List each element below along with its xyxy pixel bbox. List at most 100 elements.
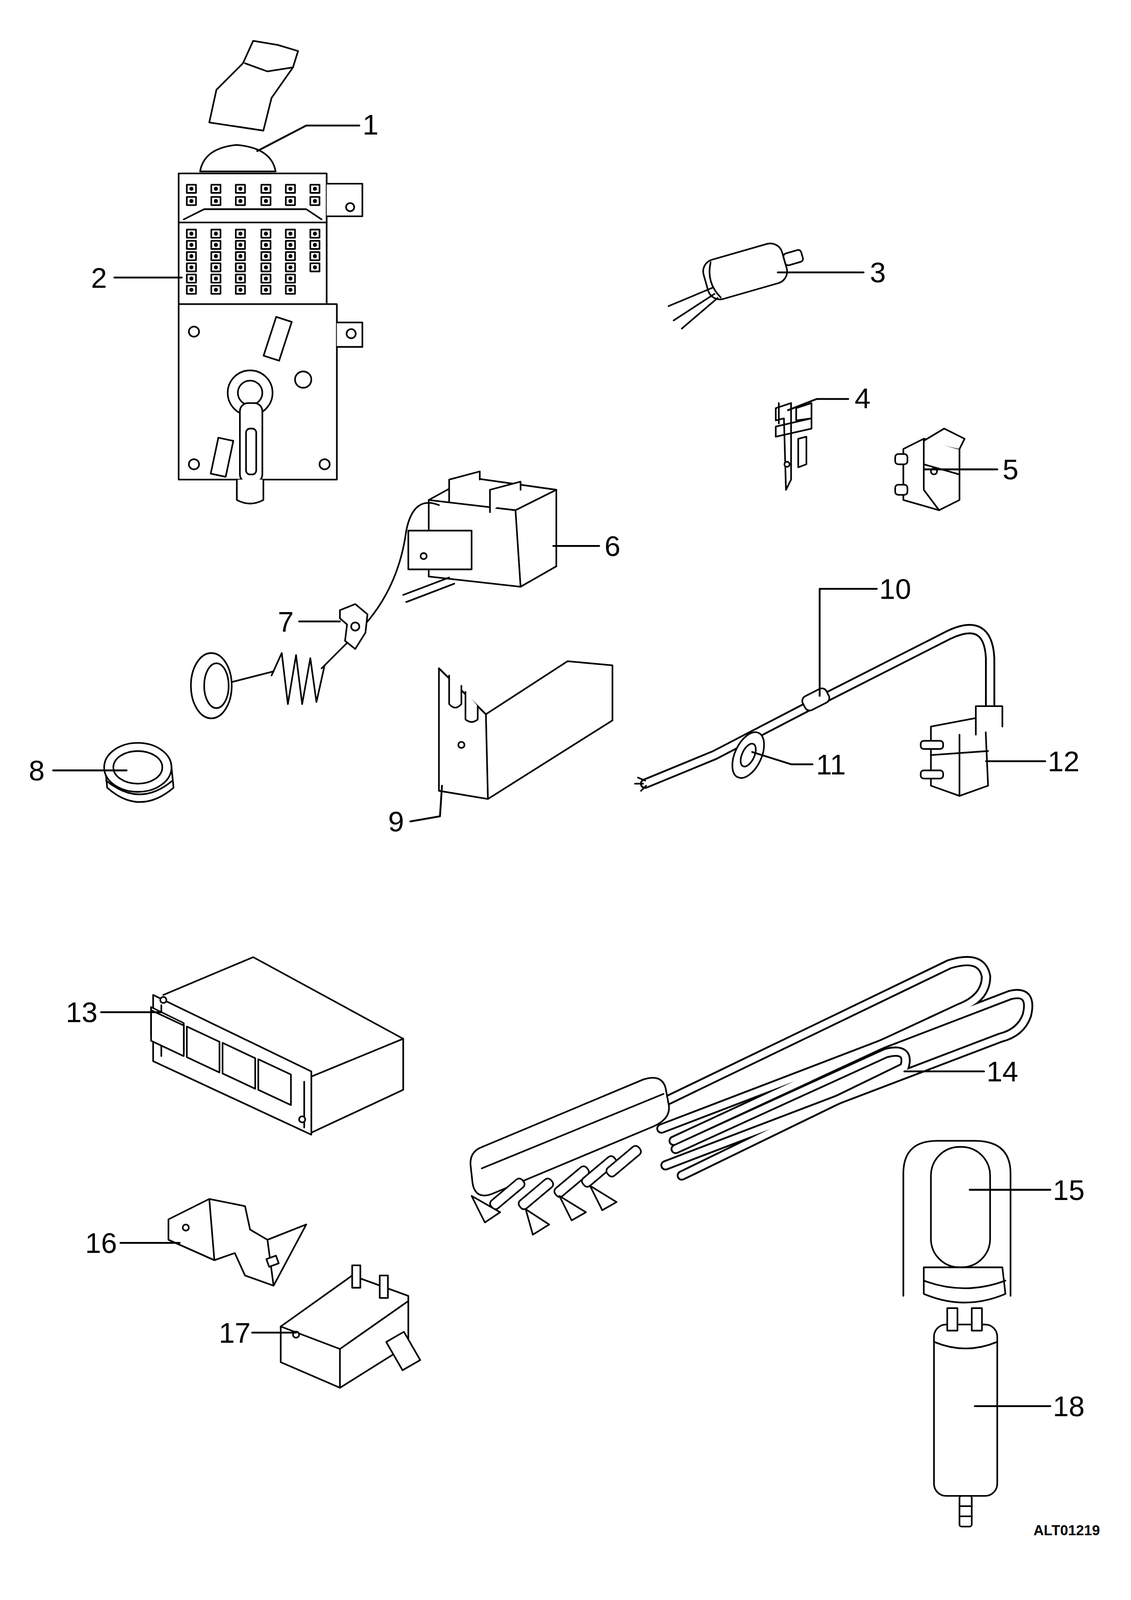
drawing-stroke [310, 197, 320, 206]
drawing-stroke [285, 252, 295, 261]
drawing-stroke [971, 1308, 982, 1331]
drawing-stroke [471, 1186, 617, 1236]
drawing-stroke [190, 243, 193, 246]
drawing-stroke [289, 255, 292, 258]
drawing-stroke [920, 770, 944, 779]
drawing-stroke [264, 288, 267, 292]
leader-lines [52, 125, 1051, 1407]
drawing-stroke [379, 1276, 388, 1299]
drawing-stroke [211, 240, 221, 250]
label-holder: 3 [870, 258, 887, 287]
drawing-stroke [178, 173, 327, 304]
drawing-stroke [313, 199, 317, 203]
drawing-stroke [310, 263, 320, 272]
label-holder: ALT01219 [1033, 1523, 1100, 1538]
figure-code: ALT01219 [1033, 1523, 1100, 1538]
drawing-stroke [190, 288, 193, 292]
drawing-stroke [211, 252, 221, 261]
drawing-stroke [235, 285, 245, 294]
drawing-stroke [261, 263, 271, 272]
drawing-stroke [239, 187, 242, 190]
drawing-stroke [289, 199, 292, 203]
drawing-stroke [239, 403, 263, 484]
drawing-stroke [924, 468, 998, 471]
drawing-stroke [190, 232, 193, 235]
drawing-stroke [351, 622, 360, 631]
drawing-stroke [675, 1052, 906, 1177]
drawing-stroke [895, 484, 908, 496]
drawing-stroke [319, 459, 330, 470]
drawing-stroke [923, 1267, 1006, 1303]
drawing-stroke [299, 620, 340, 623]
drawing-stroke [239, 277, 242, 280]
bracket [168, 1199, 307, 1287]
drawing-stroke [311, 1039, 403, 1078]
drawing-stroke [635, 777, 647, 792]
label-holder: 6 [604, 531, 621, 561]
bracket [438, 661, 613, 800]
drawing-stroke [261, 285, 271, 294]
drawing-stroke [120, 1242, 180, 1245]
drawing-stroke [933, 1324, 998, 1497]
drawing-stroke [211, 229, 221, 238]
drawing-stroke [313, 243, 317, 246]
drawing-stroke [261, 229, 271, 238]
callout-number: 10 [879, 574, 912, 604]
drawing-stroke [289, 232, 292, 235]
drawing-stroke [186, 229, 196, 238]
drawing-stroke [321, 502, 439, 669]
drawing-stroke [313, 265, 317, 269]
drawing-stroke [214, 187, 218, 190]
drawing-stroke [235, 274, 245, 283]
drawing-stroke [285, 263, 295, 272]
timer-unit [178, 40, 363, 504]
drawing-stroke [903, 438, 960, 511]
drawing-stroke [160, 997, 167, 1004]
drawing-stroke [264, 255, 267, 258]
drawing-stroke [214, 232, 218, 235]
drawing-stroke [285, 184, 295, 193]
drawing-stroke [214, 265, 218, 269]
clip [339, 604, 368, 649]
drawing-stroke [190, 255, 193, 258]
drawing-stroke [263, 317, 292, 361]
drawing-stroke [975, 706, 1003, 735]
drawing-stroke [289, 265, 292, 269]
drawing-stroke [239, 232, 242, 235]
drawing-stroke [923, 428, 965, 450]
drawing-stroke [186, 252, 196, 261]
drawing-stroke [235, 240, 245, 250]
drawing-stroke [239, 243, 242, 246]
callout-number: 7 [277, 607, 294, 636]
switch-bank [151, 957, 404, 1136]
drawing-stroke [352, 1265, 361, 1288]
drawing-stroke [448, 675, 462, 708]
drawing-stroke [211, 197, 221, 206]
drawing-stroke [438, 668, 486, 715]
drawing-stroke [310, 240, 320, 250]
drawing-stroke [420, 553, 427, 560]
drawing-stroke [222, 1042, 256, 1090]
drawing-stroke [186, 263, 196, 272]
drawing-stroke [310, 184, 320, 193]
drawing-stroke [923, 1281, 1006, 1289]
door-switch [280, 1265, 421, 1388]
label-holder: 1 [362, 110, 379, 140]
drawing-stroke [210, 437, 234, 478]
drawing-stroke [235, 184, 245, 193]
label-holder: 4 [854, 383, 871, 413]
drawing-stroke [190, 277, 193, 280]
label-holder: 5 [1002, 455, 1019, 485]
drawing-stroke [261, 240, 271, 250]
callout-number: 16 [85, 1229, 118, 1258]
callout-number: 1 [362, 110, 379, 140]
label-holder: 14 [986, 1057, 1019, 1087]
drawing-stroke [235, 252, 245, 261]
drawing-stroke [969, 1189, 1051, 1192]
drawing-stroke [214, 199, 218, 203]
drawing-stroke [800, 686, 832, 713]
callout-number: 17 [218, 1318, 251, 1348]
drawing-stroke [959, 1506, 972, 1517]
drawing-stroke [211, 263, 221, 272]
drawing-stroke [985, 760, 1046, 763]
